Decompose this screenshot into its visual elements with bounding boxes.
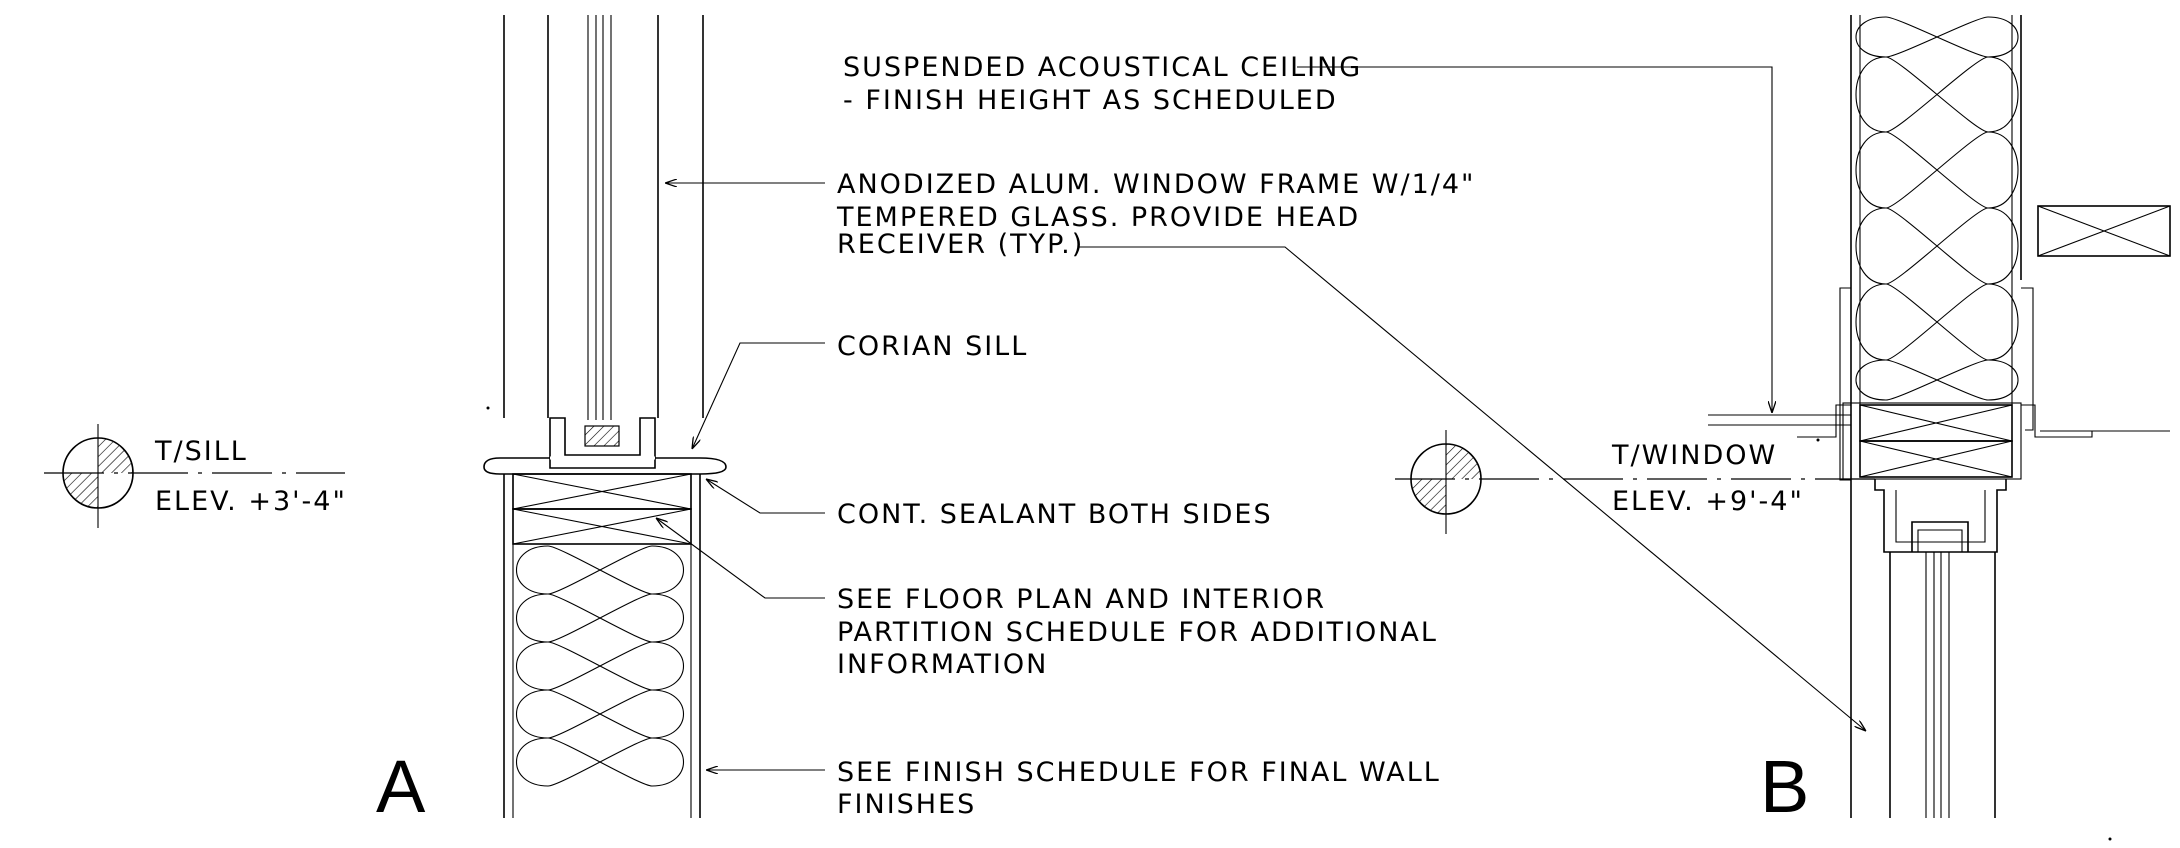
frame-leader-b	[1079, 246, 1866, 731]
svg-text:ANODIZED ALUM. WINDOW FRAME W/: ANODIZED ALUM. WINDOW FRAME W/1/4"	[837, 169, 1475, 200]
corian-sill-note: CORIAN SILL	[837, 331, 1028, 362]
detail-b-level-title: T/WINDOW	[1611, 440, 1777, 471]
svg-text:SEE FLOOR PLAN AND INTERIOR: SEE FLOOR PLAN AND INTERIOR	[837, 584, 1326, 615]
detail-b-level-marker: T/WINDOW ELEV. +9'-4"	[1395, 430, 1880, 534]
header-blocking-lower	[1859, 440, 2013, 478]
svg-text:TEMPERED GLASS. PROVIDE HEAD: TEMPERED GLASS. PROVIDE HEAD	[836, 202, 1360, 233]
ceiling-note: SUSPENDED ACOUSTICAL CEILING - FINISH HE…	[843, 52, 1362, 116]
svg-text:SEE FINISH SCHEDULE FOR FINAL: SEE FINISH SCHEDULE FOR FINAL WALL	[837, 757, 1441, 788]
sill-leader	[692, 342, 825, 449]
corian-sill	[483, 457, 727, 475]
blocking-right	[2037, 205, 2171, 257]
detail-b-label: B	[1760, 745, 1809, 828]
glazing-setting-block	[584, 425, 620, 447]
frame-note: ANODIZED ALUM. WINDOW FRAME W/1/4" TEMPE…	[836, 169, 1475, 260]
detail-a-label: A	[376, 745, 426, 828]
detail-a-level-title: T/SILL	[154, 436, 248, 467]
svg-text:INFORMATION: INFORMATION	[837, 649, 1048, 680]
detail-a-annotations: ANODIZED ALUM. WINDOW FRAME W/1/4" TEMPE…	[656, 169, 1475, 820]
batt-insulation-a	[515, 545, 685, 787]
svg-text:FINISHES: FINISHES	[837, 789, 976, 820]
floor-plan-note: SEE FLOOR PLAN AND INTERIOR PARTITION SC…	[837, 584, 1438, 680]
detail-a-level-marker: T/SILL ELEV. +3'-4"	[44, 424, 347, 528]
detail-b-annotations: SUSPENDED ACOUSTICAL CEILING - FINISH HE…	[843, 52, 1866, 731]
floor-plan-leader	[656, 518, 825, 599]
head-receiver	[1874, 479, 2007, 553]
sealant-leader	[706, 479, 825, 514]
detail-b-section: B	[1708, 15, 2171, 841]
detail-b-level-elevation: ELEV. +9'-4"	[1612, 486, 1804, 517]
svg-text:- FINISH HEIGHT AS SCHEDULED: - FINISH HEIGHT AS SCHEDULED	[843, 85, 1338, 116]
svg-text:SUSPENDED ACOUSTICAL CEILING: SUSPENDED ACOUSTICAL CEILING	[843, 52, 1362, 83]
sill-receiver	[549, 417, 656, 469]
svg-text:RECEIVER (TYP.): RECEIVER (TYP.)	[837, 229, 1084, 260]
sealant-note: CONT. SEALANT BOTH SIDES	[837, 499, 1273, 530]
finish-note: SEE FINISH SCHEDULE FOR FINAL WALL FINIS…	[837, 757, 1441, 820]
ceiling-leader	[1297, 66, 1772, 413]
batt-insulation-b	[1855, 16, 2019, 401]
detail-a-level-elevation: ELEV. +3'-4"	[155, 486, 347, 517]
svg-text:PARTITION SCHEDULE FOR ADDITIO: PARTITION SCHEDULE FOR ADDITIONAL	[837, 617, 1438, 648]
detail-a-section: A	[376, 15, 727, 828]
